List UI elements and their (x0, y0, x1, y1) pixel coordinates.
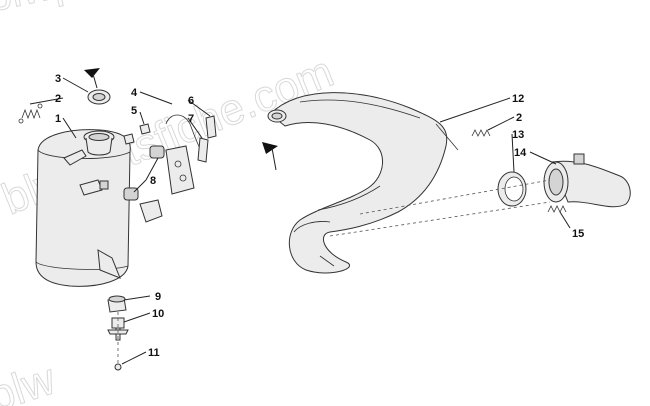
mount-plate (165, 145, 195, 195)
callout-9: 9 (155, 291, 161, 303)
clip-part-6 (205, 115, 217, 139)
callout-12: 12 (512, 93, 524, 105)
rubber-mount-part-8 (123, 145, 165, 223)
spring-part-2-left (18, 103, 43, 124)
callout-5: 5 (131, 105, 137, 117)
callout-14: 14 (514, 147, 527, 159)
watermark-text-bottom: blw (0, 354, 61, 406)
bolt-part-5 (139, 123, 151, 135)
callout-8: 8 (150, 175, 156, 187)
callout-2-left: 2 (55, 93, 61, 105)
callout-labels: 1 2 3 4 5 6 7 8 9 10 11 12 2 13 14 15 (55, 73, 584, 359)
callout-13: 13 (512, 129, 524, 141)
spring-part-15 (547, 205, 567, 213)
callout-3: 3 (55, 73, 61, 85)
exhaust-pipe-part-12 (269, 92, 459, 274)
leader-lines (29, 77, 571, 365)
callout-10: 10 (152, 308, 164, 320)
plug-part-11 (114, 363, 122, 371)
callout-2-right: 2 (516, 112, 522, 124)
callout-11: 11 (148, 347, 160, 359)
direction-arrow-icon-2 (262, 142, 278, 154)
grommet-part-3 (87, 89, 111, 105)
callout-4: 4 (131, 87, 138, 99)
callout-15: 15 (572, 228, 584, 240)
direction-arrow-icon (84, 68, 100, 78)
watermark-text-top: blwpartsfiche (0, 0, 243, 22)
clip-part-7 (197, 137, 209, 163)
callout-1: 1 (55, 113, 61, 125)
spring-part-2-right (471, 129, 491, 137)
callout-6: 6 (188, 95, 194, 107)
seal-ring-part-13 (497, 171, 527, 207)
flange-pipe-part-14 (543, 153, 631, 208)
nut-part-9 (107, 295, 127, 313)
callout-7: 7 (188, 113, 194, 125)
muffler-canister (35, 129, 135, 287)
